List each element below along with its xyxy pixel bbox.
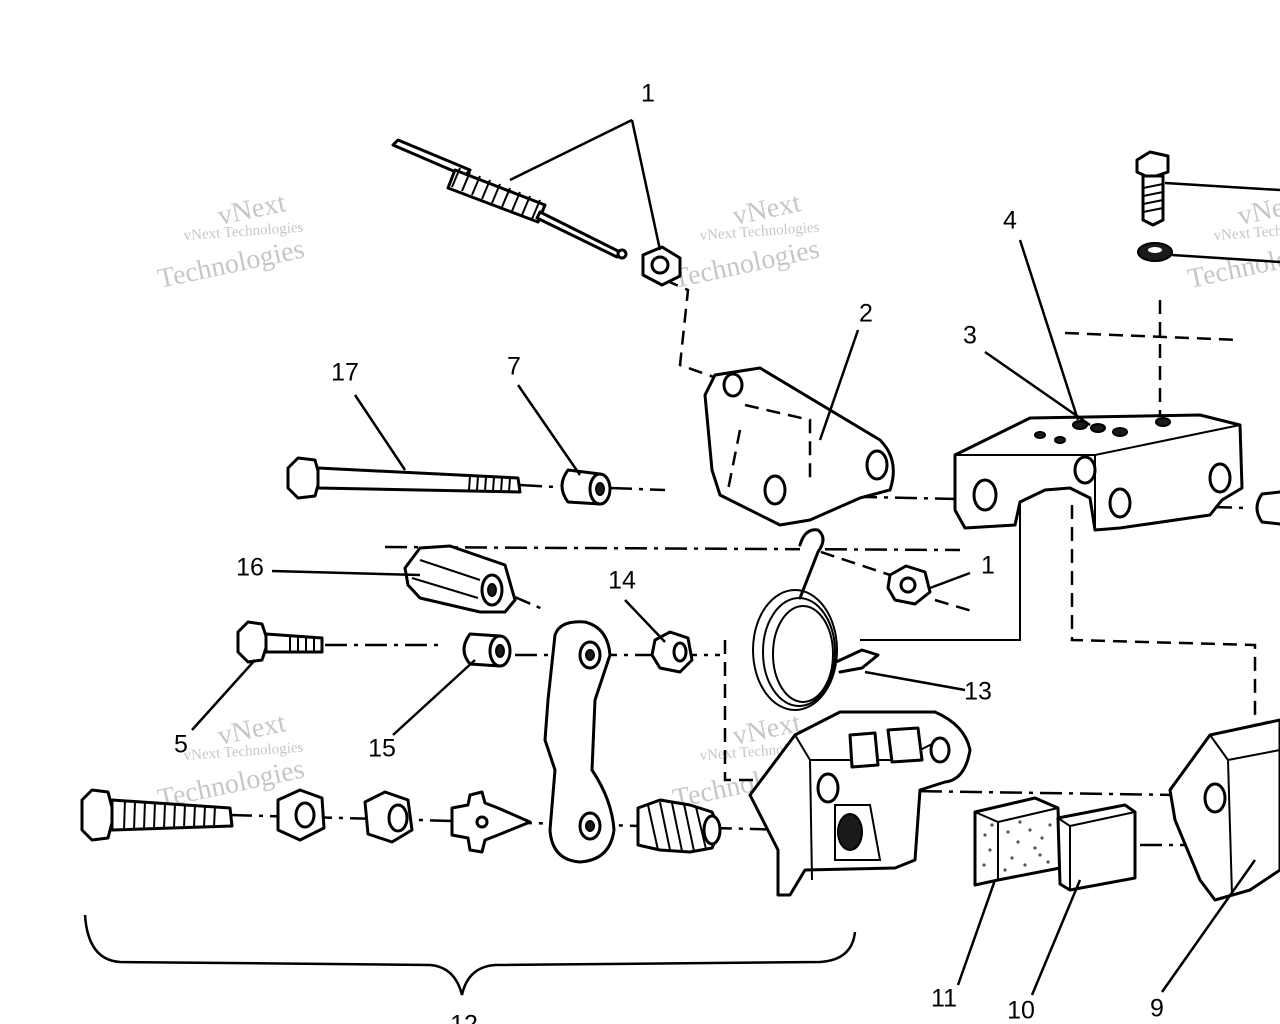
leader-13: [864, 670, 966, 692]
pad-friction-texture: [982, 820, 1052, 872]
nut-axis-line: [934, 598, 976, 614]
bushing-15: [462, 632, 512, 668]
hex-nut-14: [650, 630, 694, 674]
watermark-1: vNext vNext Technologies Technologies: [155, 187, 307, 295]
leader-16: [271, 569, 421, 577]
callout-3: 3: [963, 322, 977, 350]
leader-1b: [929, 571, 971, 590]
callout-11: 11: [931, 985, 957, 1013]
frame-right-line: [1070, 505, 1257, 720]
callout-13: 13: [964, 678, 992, 706]
rod-spring-coils: [451, 167, 541, 220]
leader-9: [1160, 859, 1257, 993]
callout-2: 2: [859, 300, 873, 328]
bolt-leader: [1164, 181, 1280, 192]
leader-5: [191, 659, 256, 731]
mounting-bracket: [703, 366, 895, 527]
callout-16: 16: [236, 554, 264, 582]
leader-11: [956, 879, 997, 986]
callout-10: 10: [1007, 997, 1035, 1024]
callout-1-lower: 1: [981, 552, 995, 580]
hex-nut-top: [641, 245, 682, 287]
callout-labels: 1 1 2 3 4 5 7 9 10 11 12 13 14 15 16 17: [174, 80, 1164, 1024]
leader-2: [818, 329, 860, 441]
top-dash-line: [1064, 331, 1241, 342]
bracket-axis-line: [774, 493, 1001, 502]
frame-left-line: [860, 505, 1021, 641]
leader-lines: [191, 118, 1257, 996]
star-washer: [450, 790, 532, 854]
group-brace-12: [83, 914, 857, 996]
leader-15: [392, 659, 476, 736]
nut-to-bracket-line: [664, 278, 723, 382]
flange-nut: [276, 788, 326, 842]
hex-nut-lower: [886, 564, 932, 606]
spring-to-nut-line: [799, 543, 891, 577]
caliper-screw-hole: [837, 813, 863, 851]
torsion-spring-13: [752, 528, 880, 711]
leader-4: [1018, 239, 1080, 421]
callout-17: 17: [331, 359, 359, 387]
callout-5: 5: [174, 731, 188, 759]
callout-12: 12: [450, 1011, 478, 1024]
watermark-2: vNext vNext Technologies Technologies: [670, 187, 822, 295]
hex-nut-bottom: [363, 790, 414, 844]
bracket-pivot-hole: [763, 474, 787, 506]
adjuster-bolt: [80, 788, 234, 842]
bracket-top-hole: [722, 372, 744, 398]
leader-1a-rod: [509, 118, 633, 182]
caliper-left-line: [723, 640, 760, 782]
bushing7-axis-line: [609, 486, 666, 492]
callout-15: 15: [368, 735, 396, 763]
clamp-block-16: [403, 544, 517, 614]
backing-plate-10: [1056, 803, 1137, 892]
link-arm: [543, 620, 616, 864]
bracket-right-hole: [865, 449, 889, 481]
leader-14: [624, 599, 666, 643]
callout-1-top: 1: [641, 80, 655, 108]
yoke-bracket: [953, 413, 1244, 532]
brake-pad-11: [973, 796, 1062, 887]
bolt17-axis-line: [519, 483, 556, 489]
right-edge-bushing: [1255, 490, 1280, 526]
watermark-big-text: Technologies: [155, 234, 307, 295]
callout-4: 4: [1003, 207, 1017, 235]
long-bolt-17: [286, 456, 522, 500]
top-right-bolt: [1135, 150, 1280, 264]
callout-9: 9: [1150, 995, 1164, 1023]
watermark-5: vNext vNext Technologies Technologies: [1185, 187, 1280, 295]
caliper-body: [748, 710, 972, 897]
washer-leader: [1171, 253, 1280, 264]
callout-7: 7: [507, 353, 521, 381]
watermark-big-text: Technologies: [1185, 234, 1280, 295]
watermark-big-text: Technologies: [670, 234, 822, 295]
leader-3: [984, 350, 1091, 427]
short-bolt-5: [236, 620, 324, 664]
bushing-7: [560, 468, 612, 506]
leader-17: [353, 394, 407, 471]
upper-long-axis-line: [384, 545, 961, 552]
threaded-rod-part: [391, 138, 628, 260]
caliper-half-9: [1168, 718, 1280, 902]
leader-1a-nut: [630, 119, 662, 251]
leader-10: [1030, 879, 1082, 996]
adjuster-gear: [636, 798, 722, 854]
leader-7: [516, 384, 582, 476]
callout-14: 14: [608, 567, 636, 595]
